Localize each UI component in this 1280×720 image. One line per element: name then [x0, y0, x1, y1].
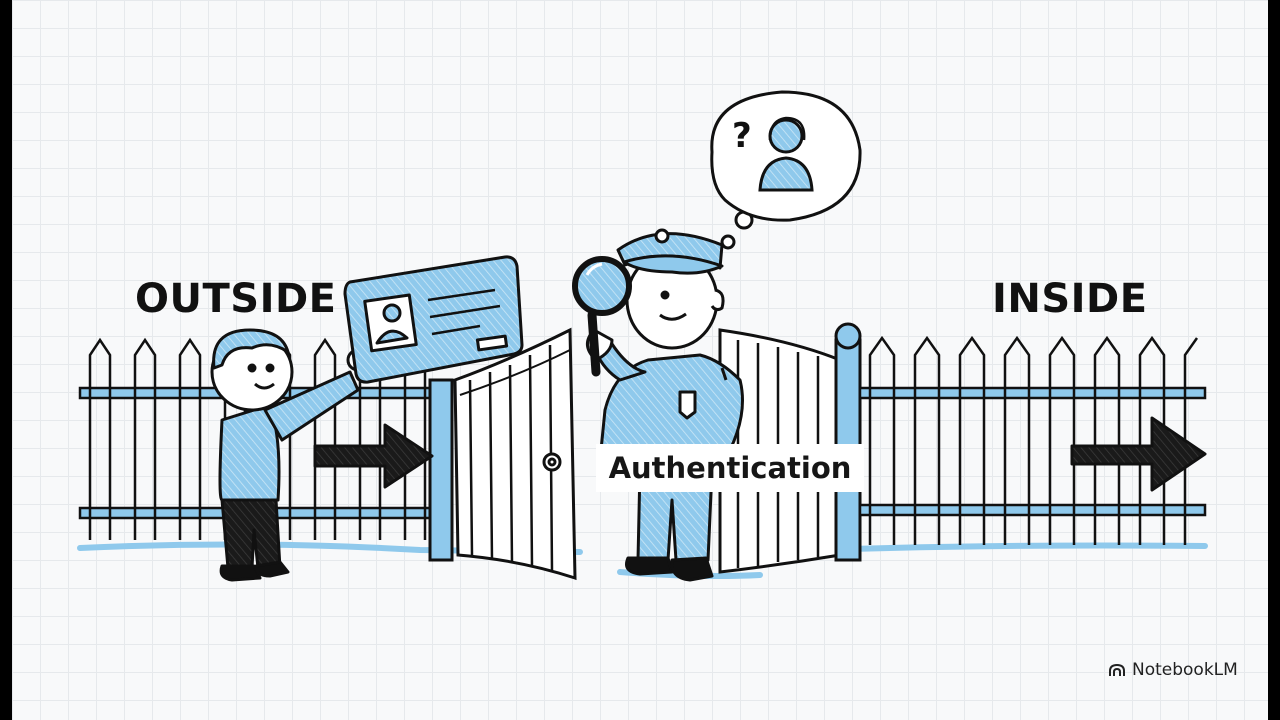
ground-right [817, 542, 1208, 553]
brand-watermark: NotebookLM [1108, 660, 1238, 680]
notebooklm-logo-icon [1109, 663, 1125, 676]
magnifying-glass-icon [572, 256, 632, 377]
question-mark: ? [732, 116, 752, 156]
left-border [0, 0, 12, 720]
left-gate [428, 327, 577, 581]
thought-bubble [710, 90, 862, 250]
authentication-caption: Authentication [596, 444, 864, 492]
right-border [1268, 0, 1280, 720]
right-fence [858, 335, 1207, 545]
inside-label: INSIDE [992, 276, 1148, 322]
authentication-label: Authentication [608, 451, 852, 485]
arrow-right-left [313, 423, 434, 489]
brand-name: NotebookLM [1132, 660, 1238, 680]
grid-background [12, 0, 1268, 720]
id-card [343, 255, 524, 384]
outside-label: OUTSIDE [135, 276, 337, 322]
visitor-person [210, 328, 370, 582]
arrow-right-right [1070, 416, 1207, 492]
